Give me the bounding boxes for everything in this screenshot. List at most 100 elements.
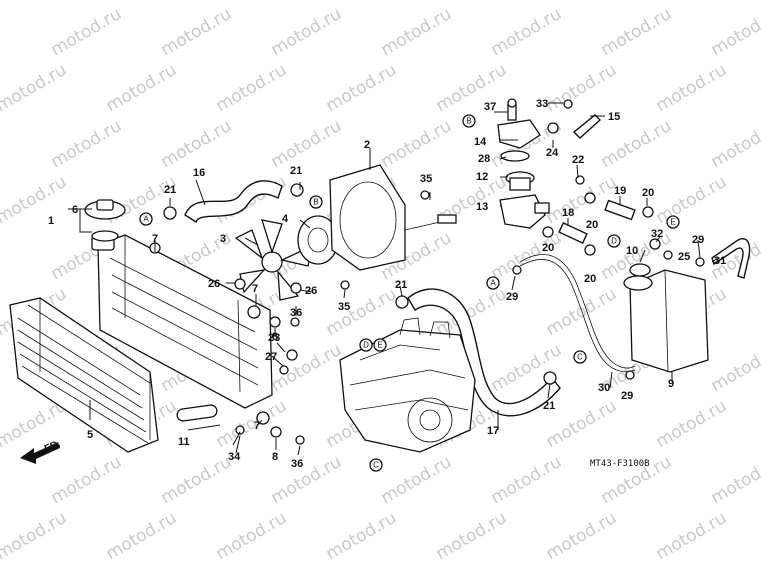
part-label: 31 xyxy=(714,255,726,267)
watermark-text: motod.ru xyxy=(323,60,401,116)
part-label: 3 xyxy=(220,233,226,245)
part-label: 8 xyxy=(272,331,278,343)
siphon-tube-30 xyxy=(519,254,636,373)
reserve-cap-10 xyxy=(629,263,651,277)
watermark-text: motod.ru xyxy=(708,340,761,396)
part-label: 5 xyxy=(87,429,93,441)
part-label: 23 xyxy=(268,332,280,344)
connector-c: C xyxy=(577,353,583,362)
part-label: 2 xyxy=(364,139,370,151)
radiator-1 xyxy=(91,230,273,409)
radiator-cap-6 xyxy=(84,199,126,220)
part-label: 21 xyxy=(164,184,176,196)
watermark-text: motod.ru xyxy=(158,4,236,60)
part-label: 8 xyxy=(272,451,278,463)
watermark-text: motod.ru xyxy=(103,508,181,564)
part-label: 30 xyxy=(598,382,610,394)
part-label: 26 xyxy=(208,278,220,290)
part-label: 34 xyxy=(228,451,241,463)
watermark-text: motod.ru xyxy=(653,172,731,228)
part-label: 7 xyxy=(152,233,158,245)
part-label: 33 xyxy=(536,98,548,110)
part-label: 29 xyxy=(621,390,633,402)
fan-motor-4 xyxy=(297,215,339,265)
part-label: 35 xyxy=(338,301,350,313)
part-label: 10 xyxy=(626,245,638,257)
part-label: 14 xyxy=(474,136,487,148)
part-label: 19 xyxy=(614,185,626,197)
connector-a: A xyxy=(490,279,496,288)
upper-hose-16 xyxy=(184,180,283,224)
pipe-15 xyxy=(572,114,602,139)
watermark-text: motod.ru xyxy=(378,4,456,60)
part-label: 6 xyxy=(72,204,78,216)
watermark-text: motod.ru xyxy=(213,60,291,116)
watermark-text: motod.ru xyxy=(598,116,676,172)
watermark-text: motod.ru xyxy=(378,452,456,508)
watermark-text: motod.ru xyxy=(0,60,70,116)
part-label: 21 xyxy=(395,279,407,291)
watermark-text: motod.ru xyxy=(213,508,291,564)
watermark-text: motod.ru xyxy=(433,60,511,116)
watermark-text: motod.ru xyxy=(488,452,566,508)
watermark-text: motod.ru xyxy=(543,284,621,340)
part-label: 25 xyxy=(678,251,690,263)
watermark-text: motod.ru xyxy=(708,116,761,172)
part-label: 26 xyxy=(305,285,317,297)
watermark-text: motod.ru xyxy=(708,4,761,60)
connector-markers: A A B B C C D D E E xyxy=(139,114,680,472)
part-label: 15 xyxy=(608,111,620,123)
connector-c: C xyxy=(373,461,379,470)
front-arrow-icon xyxy=(20,442,60,464)
watermark-text: motod.ru xyxy=(48,116,126,172)
watermark-text: motod.ru xyxy=(378,116,456,172)
part-label: 13 xyxy=(476,201,488,213)
diagram-code: MT43-F3100B xyxy=(590,459,650,469)
part-label: 29 xyxy=(692,234,704,246)
hose-19 xyxy=(604,199,636,221)
watermark-text: motod.ru xyxy=(653,60,731,116)
watermark-text: motod.ru xyxy=(543,60,621,116)
connector-d: D xyxy=(611,237,617,246)
front-marker: FR. xyxy=(43,438,62,454)
part-label: 7 xyxy=(254,420,260,432)
part-label: 1 xyxy=(48,215,54,227)
connector-b: B xyxy=(466,117,471,126)
engine-block xyxy=(339,317,476,453)
watermark-text: motod.ru xyxy=(103,60,181,116)
connector-a: A xyxy=(143,215,149,224)
part-label: 17 xyxy=(487,425,499,437)
watermark-text: motod.ru xyxy=(0,172,70,228)
part-label: 22 xyxy=(572,154,584,166)
watermark-text: motod.ru xyxy=(653,508,731,564)
watermark-text: motod.ru xyxy=(48,452,126,508)
part-label: 36 xyxy=(290,307,302,319)
part-label: 4 xyxy=(282,213,289,225)
watermark-text: motod.ru xyxy=(268,116,346,172)
fan-shroud-2 xyxy=(329,164,457,271)
part-label: 20 xyxy=(642,187,654,199)
part-label: 28 xyxy=(478,153,490,165)
watermark-text: motod.ru xyxy=(268,4,346,60)
part-label: 7 xyxy=(252,283,258,295)
overflow-hose-31 xyxy=(711,238,751,279)
watermark-text: motod.ru xyxy=(268,340,346,396)
watermark-text: motod.ru xyxy=(598,4,676,60)
part-label: 35 xyxy=(420,173,432,185)
part-label: 20 xyxy=(542,242,554,254)
part-label: 12 xyxy=(476,171,488,183)
part-label: 9 xyxy=(668,378,674,390)
watermark-text: motod.ru xyxy=(708,452,761,508)
watermark-text: motod.ru xyxy=(323,284,401,340)
watermark-text: motod.ru xyxy=(0,508,70,564)
watermark-text: motod.ru xyxy=(268,452,346,508)
watermark-text: motod.ru xyxy=(433,508,511,564)
watermark-text: motod.ru xyxy=(653,396,731,452)
part-label: 37 xyxy=(484,101,496,113)
lower-hose-17 xyxy=(407,288,561,417)
part-label: 29 xyxy=(506,291,518,303)
part-label: 11 xyxy=(178,436,190,448)
part-label: 36 xyxy=(291,458,303,470)
thermostat-12 xyxy=(505,171,535,191)
